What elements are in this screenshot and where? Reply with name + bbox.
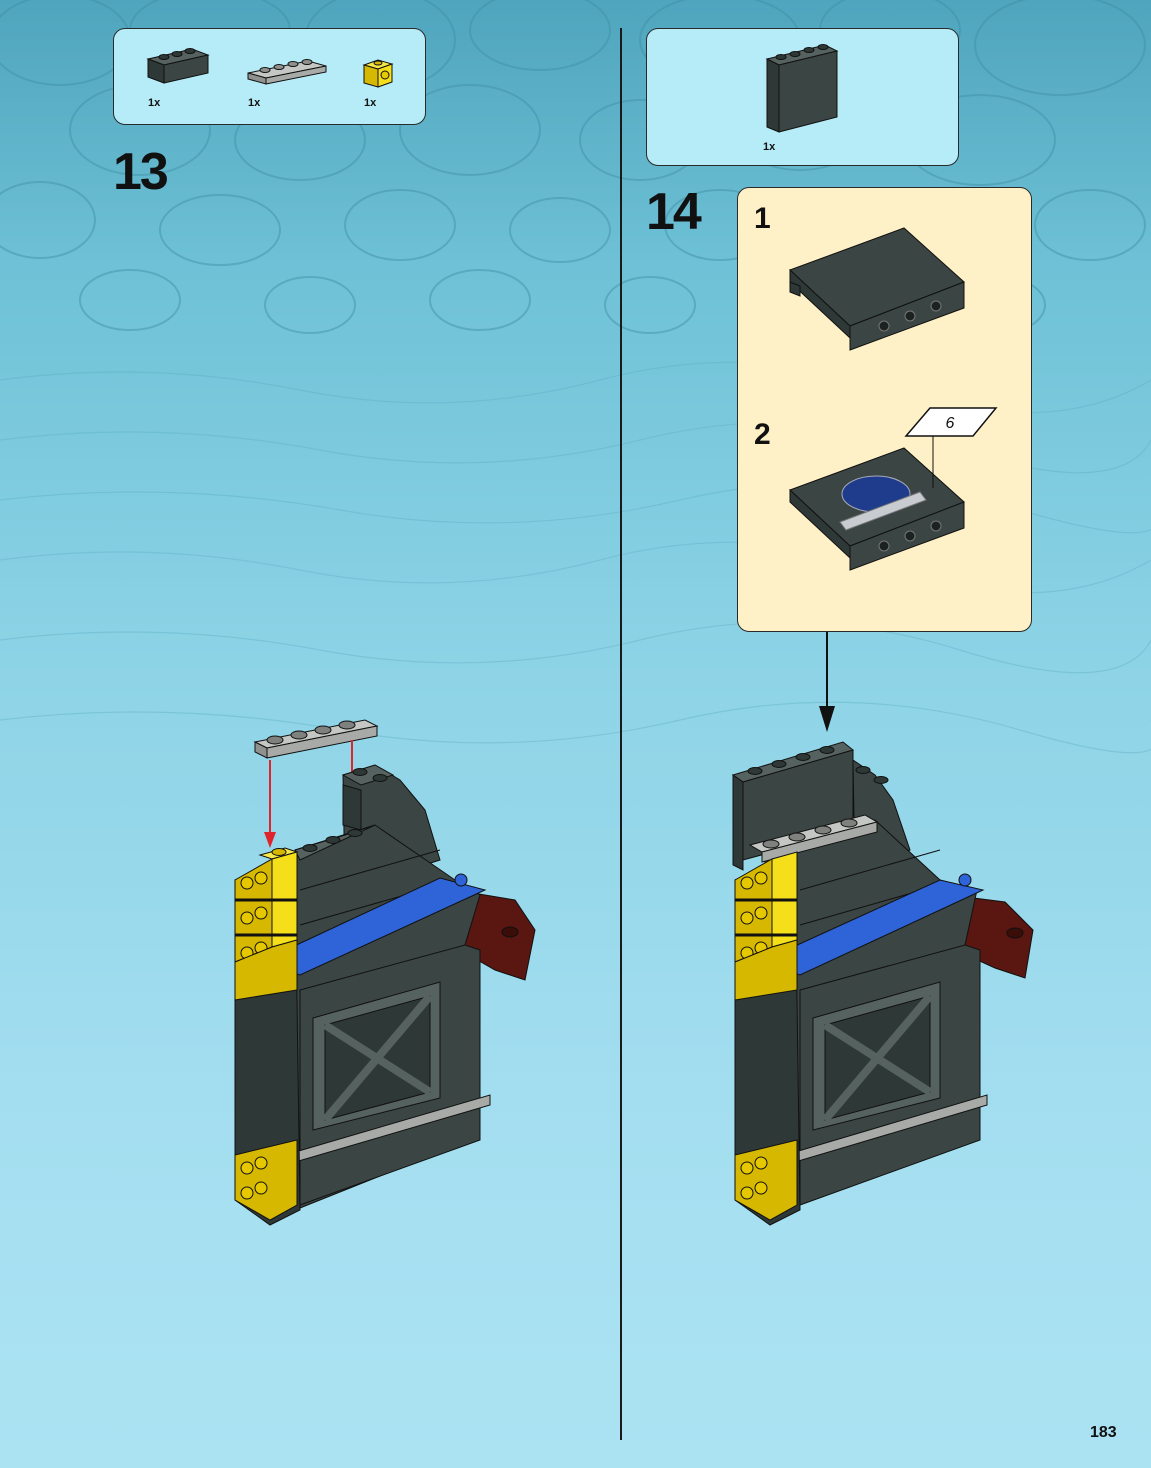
part-light-gray-plate-1x4 <box>244 57 334 87</box>
subassembly-panel: 1 2 6 <box>737 187 1032 632</box>
step-number: 13 <box>113 142 167 202</box>
step14-parts-callout: 1x <box>646 28 959 166</box>
part-qty-label: 1x <box>248 97 260 109</box>
step-number: 14 <box>646 182 700 242</box>
part-qty-label: 1x <box>763 141 775 153</box>
part-qty-label: 1x <box>364 97 376 109</box>
step-divider-line <box>620 28 622 1440</box>
step13-tower-model <box>225 700 545 1230</box>
part-dark-gray-panel-1x4x3 <box>759 37 849 137</box>
subassembly-arrow <box>815 632 839 737</box>
sticker-number: 6 <box>946 415 955 432</box>
panel-plain <box>788 226 978 356</box>
incoming-light-gray-plate <box>255 720 377 758</box>
part-yellow-brick-1x1-with-stud <box>360 57 400 97</box>
substep-number: 2 <box>754 418 771 452</box>
page-number: 183 <box>1090 1424 1117 1442</box>
substep-number: 1 <box>754 202 771 236</box>
part-qty-label: 1x <box>148 97 160 109</box>
step14-tower-model <box>725 730 1045 1230</box>
panel-with-sticker: 6 <box>788 406 1008 586</box>
part-dark-gray-brick-1x3 <box>144 45 214 85</box>
step13-parts-callout: 1x 1x 1x <box>113 28 426 125</box>
